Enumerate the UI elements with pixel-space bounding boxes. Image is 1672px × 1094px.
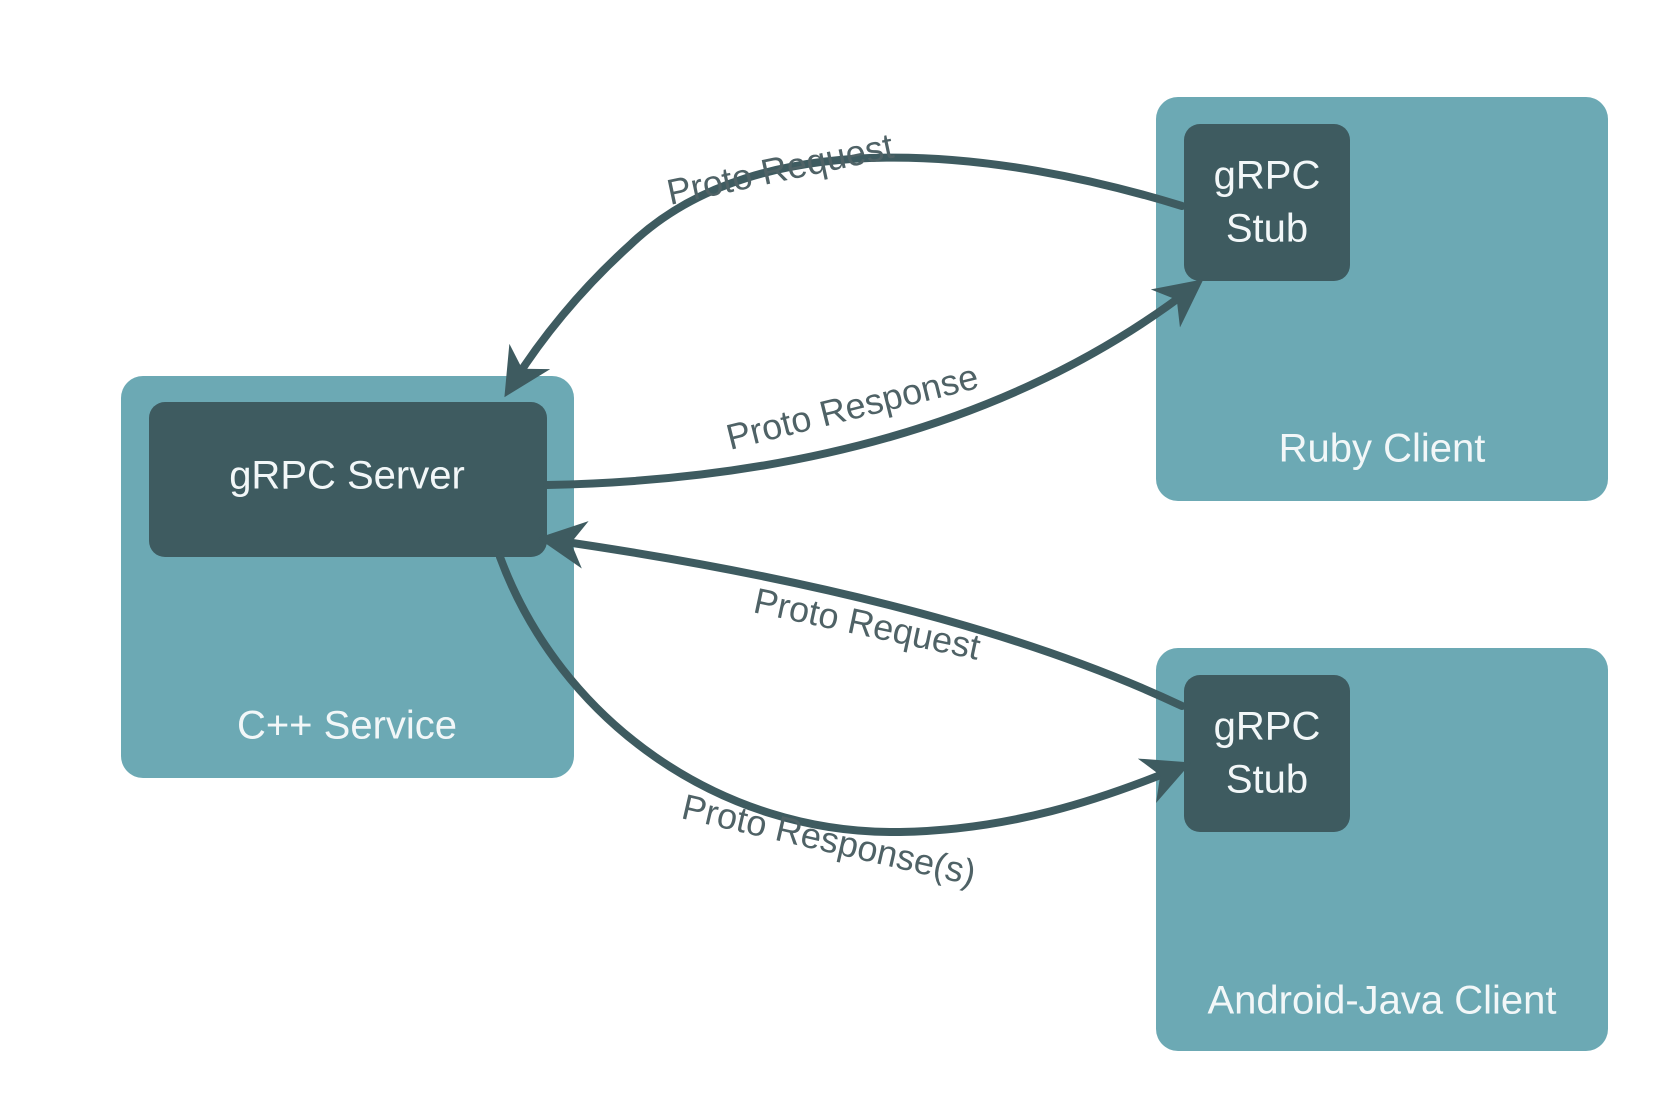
- android-client-node: Android-Java Client gRPC Stub: [1156, 648, 1608, 1051]
- android-request-label: Proto Request: [750, 580, 984, 668]
- android-grpc-stub-box: [1184, 675, 1350, 832]
- android-request-arrow: [537, 521, 1186, 710]
- ruby-stub-label-line1: gRPC: [1214, 154, 1321, 198]
- cpp-service-label: C++ Service: [237, 704, 457, 748]
- cpp-service-node: C++ Service gRPC Server: [121, 376, 574, 778]
- android-client-label: Android-Java Client: [1207, 979, 1556, 1023]
- android-response-arrow: [496, 553, 1192, 837]
- ruby-response-label: Proto Response: [722, 356, 982, 458]
- ruby-client-label: Ruby Client: [1279, 427, 1486, 471]
- ruby-request-arrow: [504, 153, 1186, 398]
- grpc-server-label: gRPC Server: [229, 454, 465, 498]
- ruby-response-arrow: [543, 279, 1204, 489]
- grpc-server-box: [149, 402, 547, 557]
- android-response-label: Proto Response(s): [678, 786, 980, 893]
- ruby-request-label: Proto Request: [663, 125, 897, 213]
- android-stub-label-line2: Stub: [1226, 758, 1308, 802]
- ruby-stub-label-line2: Stub: [1226, 207, 1308, 251]
- ruby-client-node: Ruby Client gRPC Stub: [1156, 97, 1608, 501]
- ruby-grpc-stub-box: [1184, 124, 1350, 281]
- android-stub-label-line1: gRPC: [1214, 705, 1321, 749]
